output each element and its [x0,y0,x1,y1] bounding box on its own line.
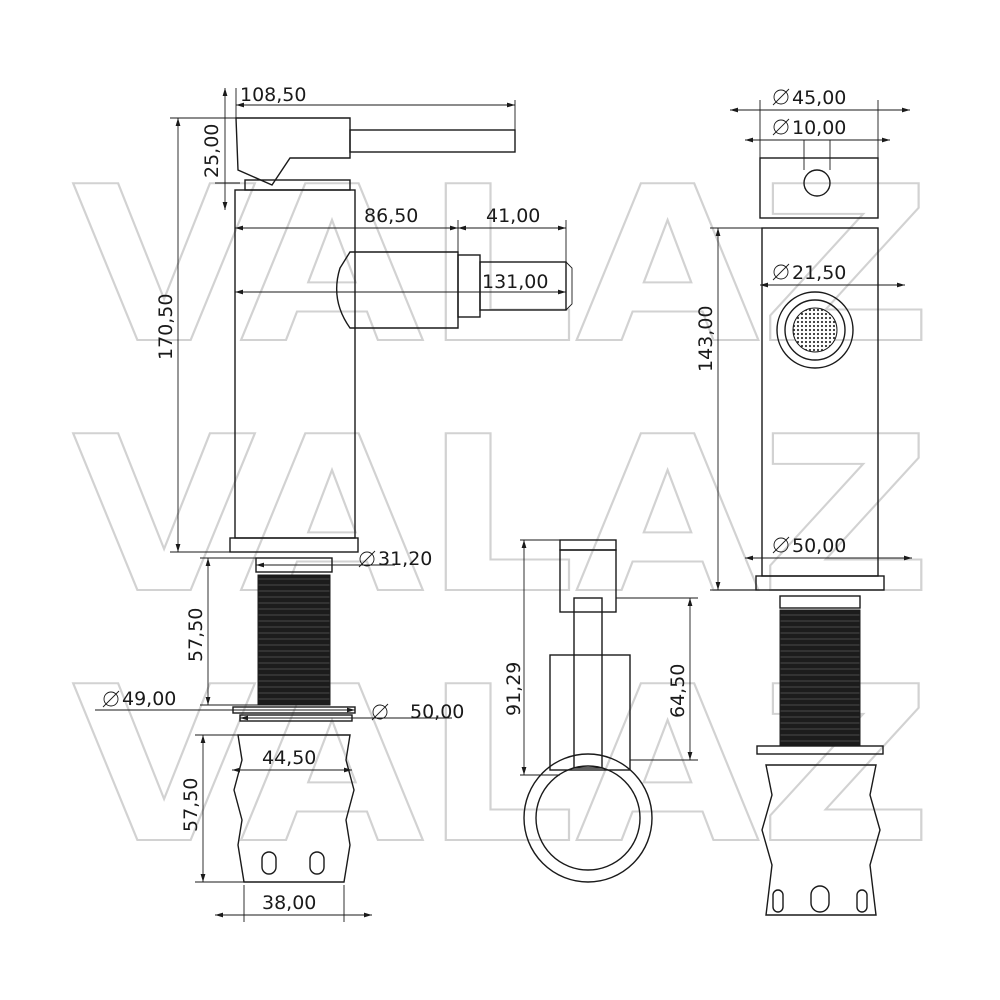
watermark-text-1: VALAZ [72,140,932,391]
lever-handle [235,117,351,186]
front-washer [756,745,884,755]
handle-hole [803,169,831,197]
dim-lever-width: 108,50 [240,84,306,106]
lever-ring-inner [535,765,641,871]
front-nut [779,595,861,609]
side-view: 108,50 25,00 170,50 86,50 41,00 131,00 [95,84,573,723]
dim-base-diameter: 31,20 [378,548,432,570]
lever-view: 91,29 64,50 [503,539,698,883]
faucet-base [229,537,359,553]
dim-lever-height: 25,00 [201,124,223,178]
nozzle-head [479,261,567,311]
clamp-body [233,734,355,883]
dim-overall-height: 170,50 [155,294,177,360]
dim-thread-length: 57,50 [185,608,207,662]
front-base [755,575,885,591]
dim-spout-length: 86,50 [364,205,418,227]
lever-arm [573,597,603,769]
aerator-outer [776,291,854,369]
dim-lever-overall: 91,29 [503,662,525,716]
dim-lever-arm: 64,50 [667,664,689,718]
diameter-symbol-icon-front [772,88,790,554]
lever-ring-outer [523,753,653,883]
diameter-symbol-icon [102,550,389,721]
dim-nut-diameter: 50,00 [410,701,464,723]
watermark-text-2: VALAZ [72,390,932,641]
front-lever-block [759,157,879,219]
spout [335,251,459,329]
dim-aerator-diameter: 21,50 [792,262,846,284]
dim-handle-hole: 10,00 [792,117,846,139]
dim-nozzle-length: 41,00 [486,205,540,227]
clamp-view: 57,50 44,50 38,00 [180,734,372,922]
dim-clamp-bottom-width: 38,00 [262,892,316,914]
lever-bar [349,129,516,153]
aerator-mesh [792,307,838,353]
dim-front-base-diameter: 50,00 [792,535,846,557]
front-clamp [761,764,881,916]
front-thread [779,609,861,746]
dim-clamp-height: 57,50 [180,778,202,832]
dim-clamp-top-width: 44,50 [262,747,316,769]
threaded-rod [257,574,331,706]
lever-block [559,549,617,613]
dim-washer-diameter: 49,00 [122,688,176,710]
dim-top-diameter: 45,00 [792,87,846,109]
lever-sleeve [549,654,631,771]
dim-total-reach: 131,00 [482,271,548,293]
front-view: 45,00 10,00 143,00 21,50 50,00 [695,87,912,916]
dim-body-height: 143,00 [695,306,717,372]
